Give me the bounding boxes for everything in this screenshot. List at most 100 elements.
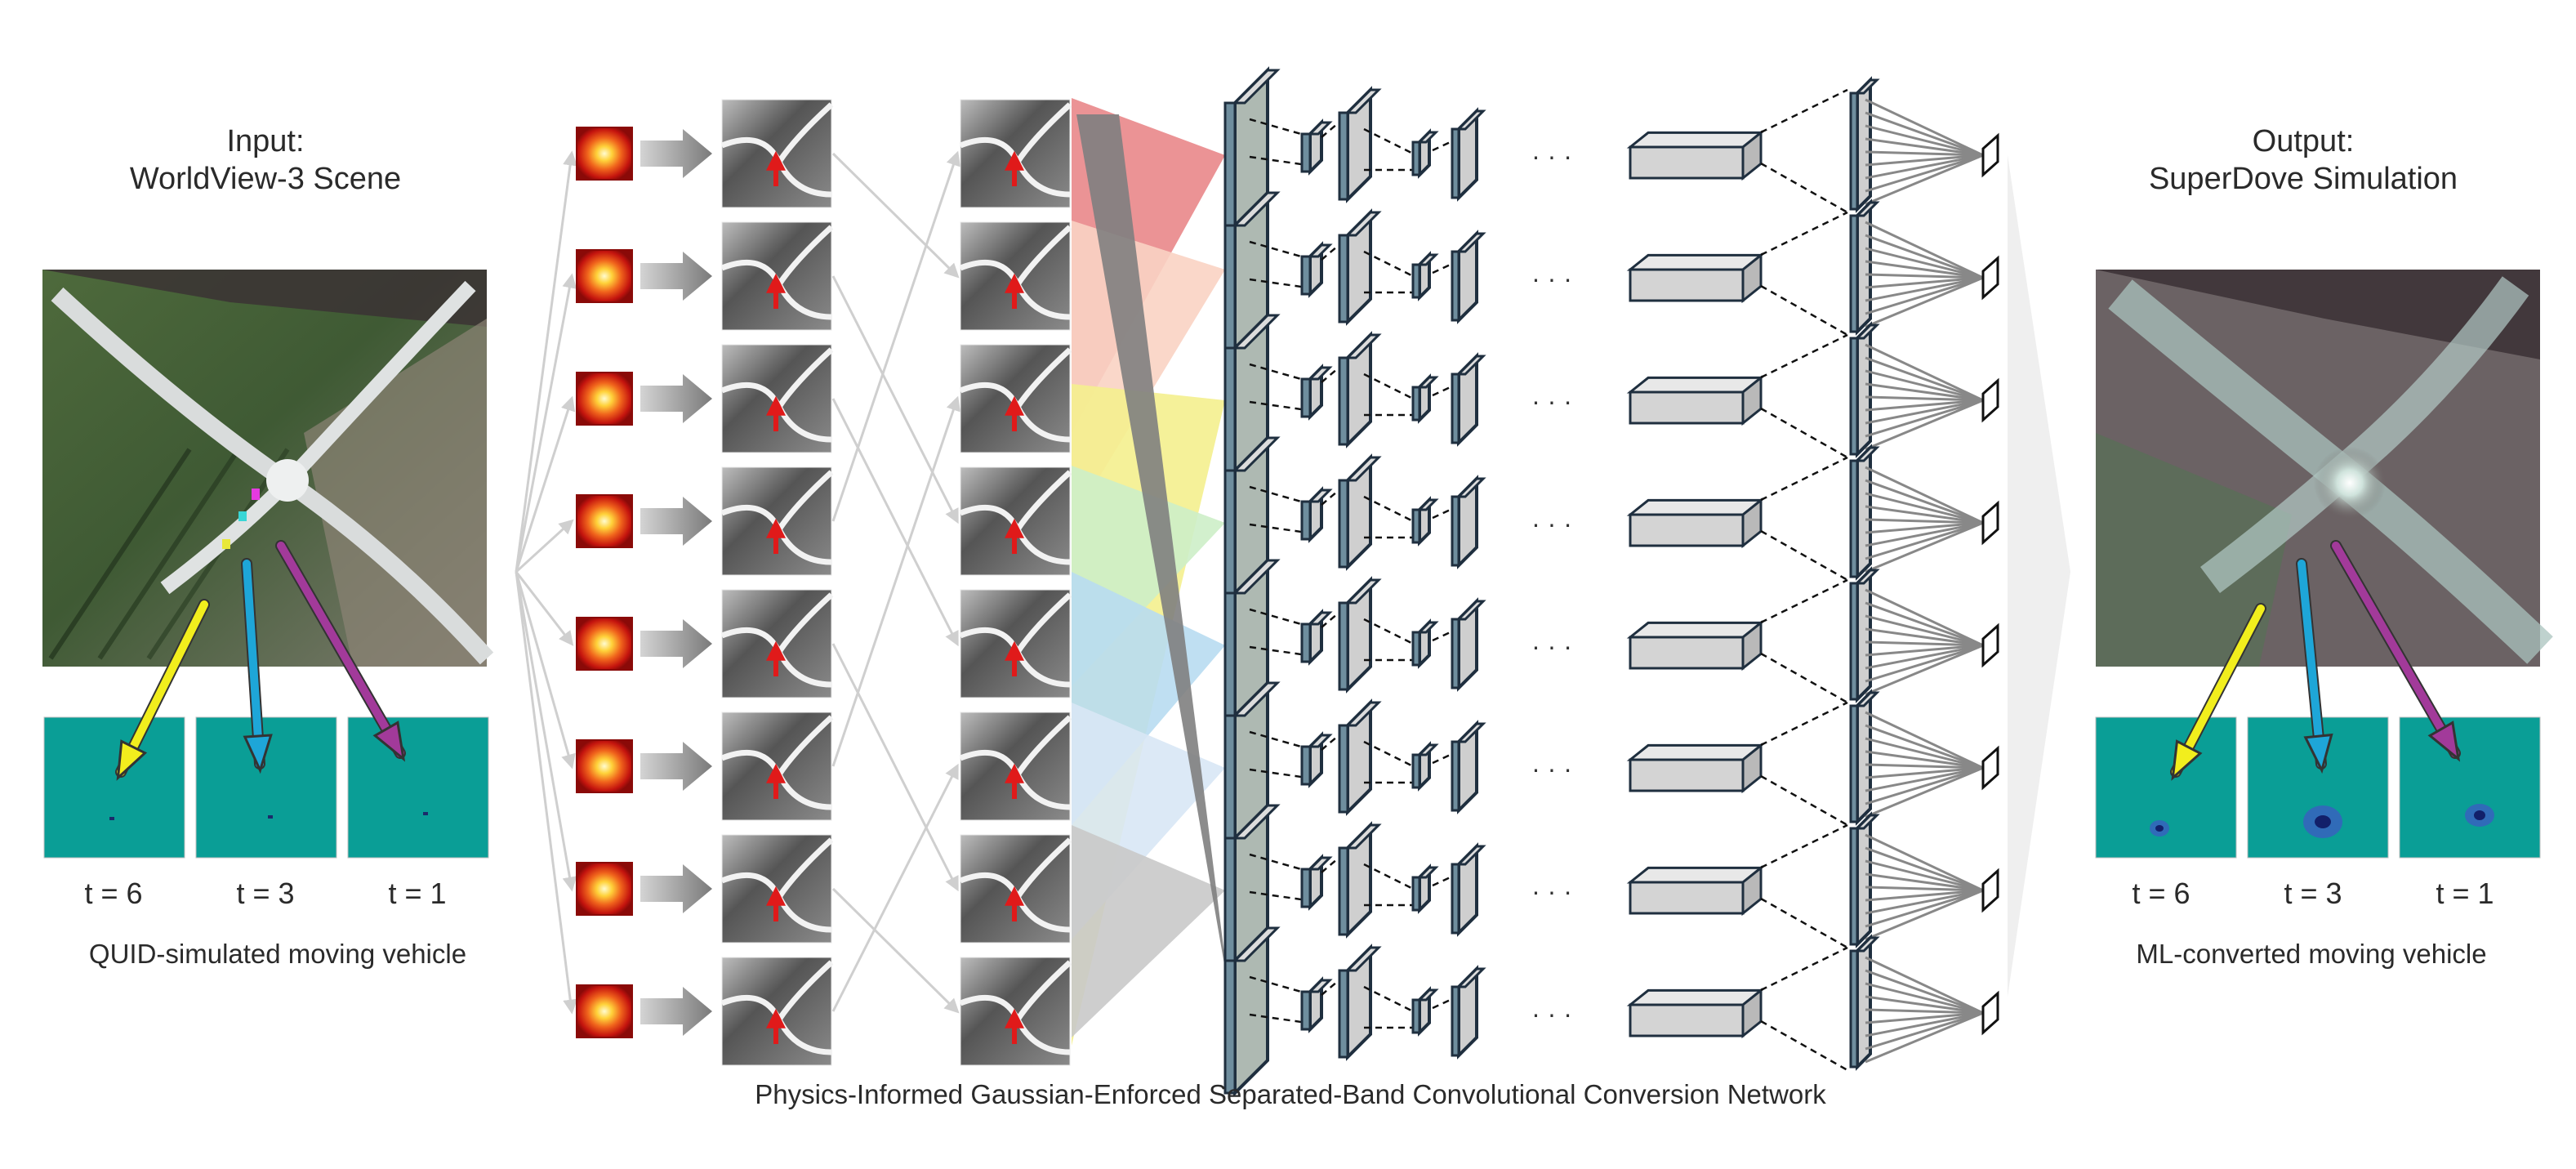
cnn-layer-3-edge xyxy=(1411,876,1421,912)
cnn-layer-3 xyxy=(1411,863,1439,914)
cnn-fc-connection xyxy=(1865,846,1984,892)
cnn-dense-block-top xyxy=(1626,498,1765,516)
cnn-dashed-connector xyxy=(1249,975,1308,995)
cnn-dashed-connector xyxy=(1249,730,1308,750)
cnn-fc-connection xyxy=(1865,711,1984,770)
cnn-layer-2 xyxy=(1338,86,1382,203)
output-vehicle-panel xyxy=(2399,716,2541,859)
fanout-line xyxy=(515,150,578,573)
output-vehicle-core xyxy=(2315,815,2331,828)
cnn-dashed-connector xyxy=(1760,407,1848,459)
cnn-dense-block-top xyxy=(1626,988,1765,1006)
cnn-layer-4-edge xyxy=(1451,863,1460,935)
input-yellow-arrow xyxy=(117,600,208,776)
cnn-output-pixel xyxy=(1981,868,1999,913)
cnn-fc-connection xyxy=(1865,614,1984,647)
cnn-dashed-connector xyxy=(1760,1020,1848,1072)
cnn-dashed-connector xyxy=(1760,774,1848,827)
cnn-layer-1-edge xyxy=(1300,132,1312,173)
cnn-input-slab-top xyxy=(1232,69,1281,105)
cnn-dense-block-front xyxy=(1629,145,1745,180)
cnn-dashed-connector xyxy=(1760,529,1848,582)
cnn-fc-connection xyxy=(1865,750,1984,770)
cnn-fc-connection xyxy=(1865,763,1984,770)
cnn-fc-connection xyxy=(1865,859,1984,892)
cnn-output-pixel xyxy=(1981,377,1999,423)
cnn-layer-3-top xyxy=(1416,621,1439,634)
cnn-layer-2-edge xyxy=(1338,479,1349,569)
blurred-band-tile xyxy=(720,712,834,821)
cnn-fc-connection xyxy=(1865,154,1984,206)
cnn-flatten-layer-edge xyxy=(1849,827,1859,946)
cnn-input-slab-edge xyxy=(1223,714,1237,850)
cnn-layer-3-top xyxy=(1416,376,1439,389)
cnn-input-slab xyxy=(1223,679,1281,852)
cnn-dashed-connector xyxy=(1363,740,1414,768)
cnn-flatten-layer-top xyxy=(1854,936,1880,953)
cnn-layer-1-top xyxy=(1307,856,1333,871)
gaussian-psf-kernel xyxy=(576,494,633,548)
cnn-dashed-connector xyxy=(1432,874,1455,887)
cnn-output-pixel xyxy=(1981,500,1999,546)
cnn-dashed-connector xyxy=(1760,701,1848,747)
input-vehicle-dot xyxy=(268,815,273,819)
output-scene-green-field xyxy=(2096,433,2292,667)
convolve-arrow xyxy=(640,864,712,913)
cnn-fc-connection xyxy=(1865,221,1984,279)
cnn-layer-2 xyxy=(1338,208,1382,326)
cnn-fc-connection xyxy=(1865,1011,1984,1037)
cnn-dashed-connector xyxy=(1432,139,1455,152)
cnn-layer-2 xyxy=(1338,821,1382,939)
cnn-input-slab-edge xyxy=(1223,959,1237,1095)
cnn-fc-connection xyxy=(1865,466,1984,524)
cnn-layer-2 xyxy=(1338,453,1382,571)
cnn-layer-1 xyxy=(1300,609,1333,666)
cnn-fc-connection xyxy=(1865,399,1984,425)
cnn-dashed-connector xyxy=(1363,250,1414,278)
cnn-fc-connection xyxy=(1865,766,1984,779)
cnn-layer-3 xyxy=(1411,986,1439,1037)
target-band-tile xyxy=(959,466,1072,576)
band-assignment-wedge xyxy=(1076,114,1229,993)
cnn-fc-connection xyxy=(1865,356,1984,402)
cnn-output-pixel xyxy=(1981,745,1999,791)
gaussian-psf-kernel xyxy=(576,127,633,181)
cnn-input-slab-top xyxy=(1232,804,1281,840)
cnn-dashed-connector xyxy=(1760,456,1848,502)
cnn-dashed-connector xyxy=(1249,608,1308,627)
cnn-layer-3-edge xyxy=(1411,141,1421,176)
cnn-fc-connection xyxy=(1865,234,1984,279)
cnn-layer-1 xyxy=(1300,976,1333,1033)
cnn-dashed-connector xyxy=(1249,768,1308,779)
cnn-layer-1 xyxy=(1300,364,1333,421)
cnn-dashed-connector xyxy=(1760,88,1848,134)
cnn-dense-block-top xyxy=(1626,866,1765,884)
cnn-fc-connection xyxy=(1865,276,1984,328)
convolve-arrow xyxy=(640,252,712,301)
input-time-label-2: t = 3 xyxy=(236,877,295,910)
cnn-dense-block-front xyxy=(1629,513,1745,547)
cnn-layer-1-top xyxy=(1307,121,1333,136)
cnn-fc-connection xyxy=(1865,492,1984,524)
cnn-dense-block-front xyxy=(1629,636,1745,670)
cnn-dashed-connector xyxy=(1363,985,1414,1013)
blurred-band-tile xyxy=(720,957,834,1066)
cnn-layer-1 xyxy=(1300,118,1333,176)
cnn-fc-connection xyxy=(1865,889,1984,902)
output-cyan-arrow-head xyxy=(2303,733,2333,774)
cnn-fc-connection xyxy=(1865,124,1984,157)
input-vehicle-dot xyxy=(423,812,428,815)
cnn-layer-2-edge xyxy=(1338,111,1349,201)
cnn-flatten-layer-top xyxy=(1854,201,1880,217)
cnn-dashed-connector xyxy=(1249,853,1308,872)
cnn-flatten-layer-edge xyxy=(1849,91,1859,211)
cnn-layer-1-edge xyxy=(1300,377,1312,418)
cnn-input-slab-top xyxy=(1232,926,1281,962)
cnn-fc-connection xyxy=(1865,369,1984,402)
cnn-output-pixel xyxy=(1981,255,1999,301)
cnn-dashed-connector xyxy=(1432,261,1455,274)
cnn-layer-1-top xyxy=(1307,979,1333,993)
cnn-layer-1-edge xyxy=(1300,255,1312,296)
cnn-flatten-layer-top xyxy=(1854,323,1880,340)
